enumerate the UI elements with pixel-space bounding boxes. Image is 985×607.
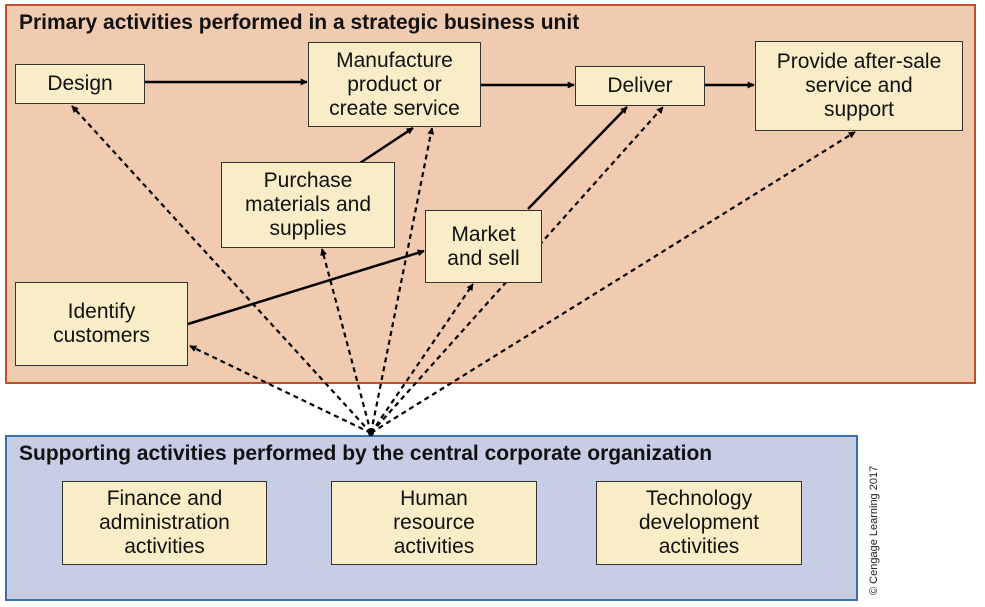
box-purchase: Purchase materials and supplies	[221, 162, 395, 248]
primary-panel-title: Primary activities performed in a strate…	[19, 11, 580, 34]
box-market-and-sell: Market and sell	[425, 210, 542, 283]
box-human-resource: Human resource activities	[331, 481, 537, 565]
box-after-sale-service: Provide after-sale service and support	[755, 41, 963, 131]
box-identify-customers: Identify customers	[15, 282, 188, 366]
box-design: Design	[15, 64, 145, 104]
box-manufacture: Manufacture product or create service	[308, 42, 481, 127]
box-deliver: Deliver	[575, 66, 705, 106]
copyright-notice: © Cengage Learning 2017	[868, 465, 880, 595]
support-panel-title: Supporting activities performed by the c…	[19, 442, 713, 465]
box-finance-admin: Finance and administration activities	[62, 481, 267, 565]
box-technology-development: Technology development activities	[596, 481, 802, 565]
